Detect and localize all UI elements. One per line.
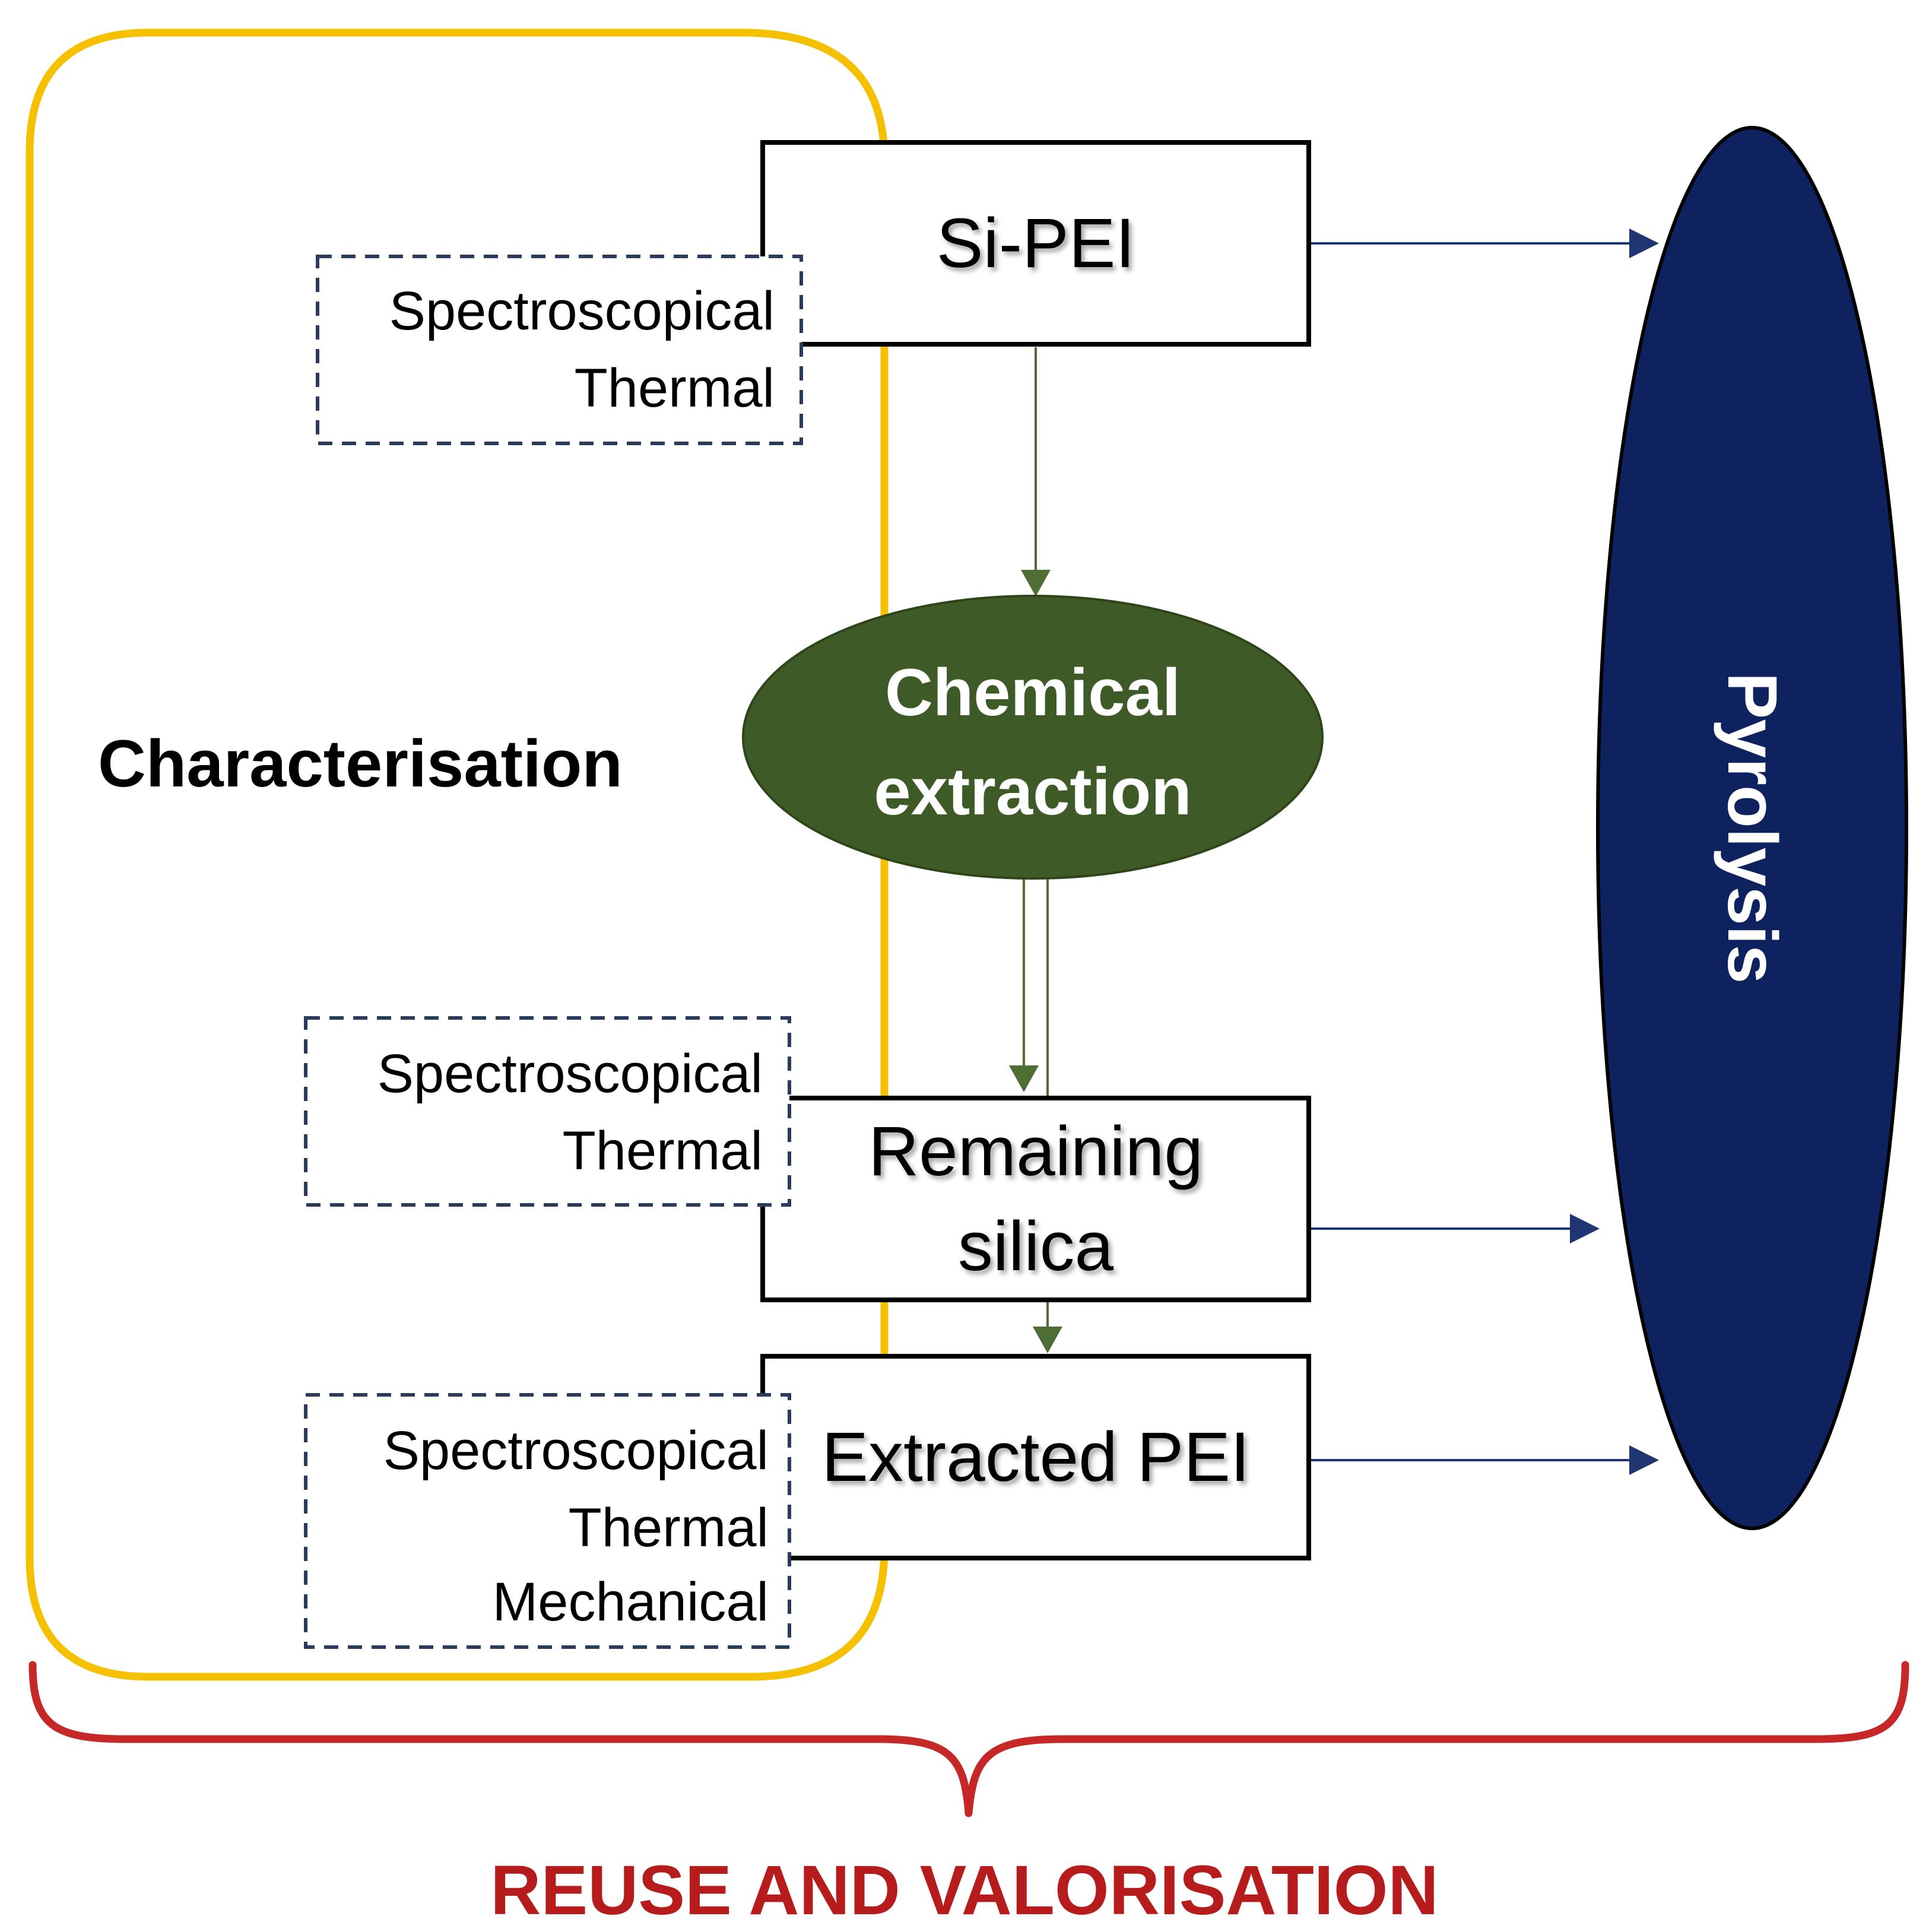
method-thermal-bottom: Thermal xyxy=(569,1498,769,1558)
pyrolysis-ellipse xyxy=(1596,126,1908,1530)
arrowhead-extraction-to-silica xyxy=(1009,1065,1039,1092)
method-mechanical-bottom: Mechanical xyxy=(493,1572,769,1632)
chemical-extraction-line1: Chemical xyxy=(885,655,1181,729)
pyrolysis-label: Pyrolysis xyxy=(1713,672,1791,984)
methods-box-top xyxy=(316,255,803,445)
method-spectroscopical-middle: Spectroscopical xyxy=(377,1043,763,1104)
characterisation-frame xyxy=(26,28,889,1681)
arrowhead-sipei-to-pyrolysis xyxy=(1629,229,1659,258)
extracted-pei-label: Extracted PEI xyxy=(821,1418,1249,1496)
reuse-valorisation-label: REUSE AND VALORISATION xyxy=(490,1851,1438,1930)
methods-box-bottom xyxy=(304,1393,791,1649)
remaining-silica-line1: Remaining xyxy=(868,1112,1203,1191)
methods-box-middle xyxy=(304,1016,791,1207)
chemical-extraction-line2: extraction xyxy=(874,754,1191,829)
arrowhead-sipei-to-extraction xyxy=(1021,570,1051,597)
arrowhead-extraction-to-extracted-pei xyxy=(1033,1327,1062,1353)
arrowhead-extracted-pei-to-pyrolysis xyxy=(1629,1445,1659,1475)
characterisation-label: Characterisation xyxy=(98,727,623,801)
si-pei-box xyxy=(760,140,1311,347)
method-spectroscopical-bottom: Spectroscopical xyxy=(383,1420,769,1481)
si-pei-label: Si-PEI xyxy=(937,204,1135,283)
method-spectroscopical-top: Spectroscopical xyxy=(389,281,775,341)
method-thermal-middle: Thermal xyxy=(563,1121,763,1181)
remaining-silica-line2: silica xyxy=(958,1207,1114,1286)
method-thermal-top: Thermal xyxy=(575,358,775,418)
chemical-extraction-ellipse xyxy=(742,595,1324,880)
reuse-brace xyxy=(28,1661,1909,1817)
arrowhead-silica-to-pyrolysis xyxy=(1570,1214,1600,1243)
